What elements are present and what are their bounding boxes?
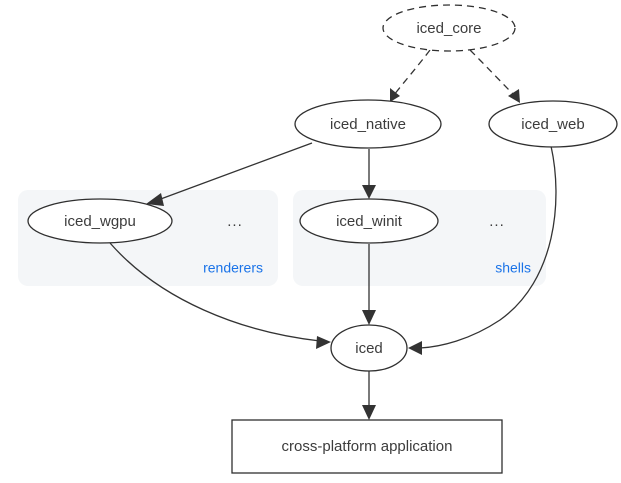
edge-iced-core-to-iced-web	[469, 49, 520, 103]
node-iced-web-shape[interactable]	[488, 100, 618, 148]
edge-iced-core-to-iced-native	[390, 49, 431, 102]
edge-iced-native-to-iced-winit	[362, 149, 376, 199]
edge-iced-native-to-iced-wgpu-line	[157, 142, 313, 201]
edge-iced-to-application-arrow	[362, 405, 376, 420]
node-iced-native-shape[interactable]	[294, 99, 442, 149]
edge-iced-wgpu-to-iced	[109, 242, 331, 349]
edge-iced-web-to-iced-arrow	[408, 341, 422, 355]
node-iced-wgpu[interactable]: iced_wgpu	[27, 198, 173, 244]
node-iced-winit-shape[interactable]	[299, 198, 439, 244]
edge-iced-native-to-iced-wgpu	[146, 142, 313, 206]
node-iced-shape[interactable]	[330, 324, 408, 372]
edge-iced-web-to-iced-line	[419, 145, 557, 349]
edge-iced-to-application	[362, 371, 376, 420]
node-iced-wgpu-shape[interactable]	[27, 198, 173, 244]
edge-iced-core-to-iced-native-line	[393, 49, 431, 96]
edge-iced-winit-to-iced	[362, 244, 376, 325]
edge-iced-wgpu-to-iced-arrow	[316, 336, 331, 349]
edge-iced-native-to-iced-wgpu-arrow	[146, 193, 164, 206]
edge-iced-winit-to-iced-arrow	[362, 310, 376, 325]
node-iced-native[interactable]: iced_native	[294, 99, 442, 149]
edge-iced-native-to-iced-winit-arrow	[362, 185, 376, 199]
node-iced[interactable]: iced	[330, 324, 408, 372]
node-iced-winit[interactable]: iced_winit	[299, 198, 439, 244]
edge-iced-core-to-iced-native-arrow	[390, 88, 400, 102]
node-iced-core[interactable]: iced_core	[382, 4, 516, 52]
edge-iced-core-to-iced-web-arrow	[508, 89, 520, 103]
node-cross-platform-application[interactable]: cross-platform application	[231, 419, 503, 474]
node-cross-platform-application-shape[interactable]	[231, 419, 503, 474]
node-iced-core-shape[interactable]	[382, 4, 516, 52]
node-iced-web[interactable]: iced_web	[488, 100, 618, 148]
edge-iced-wgpu-to-iced-line	[109, 242, 321, 342]
edge-iced-core-to-iced-web-line	[469, 49, 516, 97]
edge-iced-web-to-iced	[408, 145, 557, 355]
